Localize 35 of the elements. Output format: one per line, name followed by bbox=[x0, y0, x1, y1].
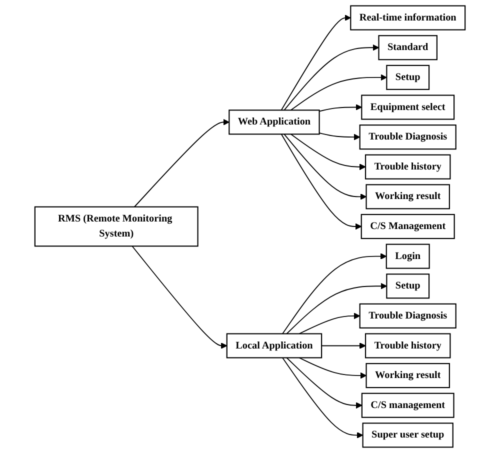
arrow bbox=[282, 253, 387, 334]
arrow bbox=[280, 134, 362, 230]
arrow bbox=[134, 118, 230, 208]
node-box: Standard bbox=[378, 35, 438, 60]
node-box: Login bbox=[386, 244, 430, 269]
node-box: C/S management bbox=[361, 392, 454, 418]
node-box: RMS (Remote Monitoring System) bbox=[34, 206, 198, 247]
node-box: Setup bbox=[386, 64, 430, 90]
node-box: Super user setup bbox=[362, 422, 454, 448]
arrow bbox=[298, 357, 367, 379]
arrow bbox=[284, 44, 380, 111]
arrow bbox=[286, 282, 387, 334]
arrow bbox=[132, 246, 228, 349]
arrow bbox=[318, 104, 362, 112]
node-box: Trouble Diagnosis bbox=[359, 124, 456, 150]
arrow bbox=[286, 357, 362, 409]
node-box: Trouble Diagnosis bbox=[359, 303, 456, 328]
node-box: Real-time information bbox=[350, 5, 466, 30]
node-box: Web Application bbox=[228, 110, 320, 135]
arrow bbox=[282, 357, 364, 438]
arrow bbox=[290, 74, 387, 111]
arrow bbox=[290, 134, 366, 170]
node-box: Equipment select bbox=[361, 94, 455, 120]
node-box: Setup bbox=[386, 274, 430, 299]
node-box: Trouble history bbox=[364, 333, 451, 358]
node-box: Local Application bbox=[226, 333, 322, 358]
node-box: C/S Management bbox=[360, 214, 455, 240]
arrow bbox=[321, 342, 366, 349]
arrow bbox=[318, 132, 360, 140]
node-box: Trouble history bbox=[364, 154, 451, 180]
arrow bbox=[298, 312, 360, 334]
node-box: Working result bbox=[366, 363, 450, 388]
arrow bbox=[280, 14, 351, 111]
arrow bbox=[284, 134, 367, 200]
node-box: Working result bbox=[366, 184, 450, 210]
